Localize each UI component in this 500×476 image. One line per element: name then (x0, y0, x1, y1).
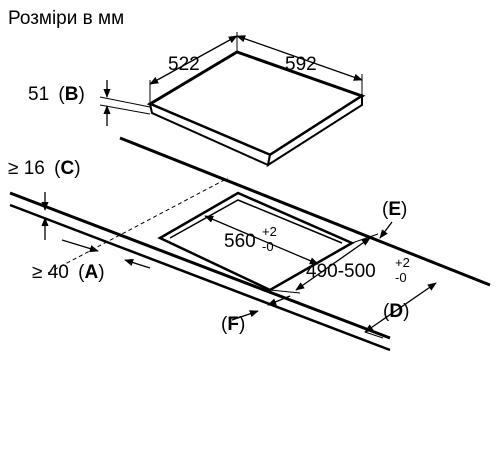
page-title: Розміри в мм (8, 8, 124, 29)
hob-right-side (266, 94, 363, 168)
worktop-front-bottom-edge (9, 203, 391, 352)
clearance-a-label: ≥ 40 (A) (32, 262, 105, 283)
letter-b: B (65, 84, 79, 105)
cutout-width-tol-minus: -0 (262, 239, 274, 254)
hob-width-label: 592 (285, 54, 317, 75)
cutout-width-tol-plus: +2 (262, 224, 277, 239)
label-d-dim (364, 282, 437, 339)
hob-depth-label: 522 (168, 54, 200, 75)
worktop-front-top-edge (9, 191, 391, 340)
cutout-depth-label: 490-500 (306, 261, 376, 282)
label-f-dim (231, 295, 291, 321)
label-f: (F) (221, 314, 245, 335)
worktop-back-edge (119, 136, 491, 287)
letter-a: A (84, 262, 98, 283)
letter-c: C (60, 158, 74, 179)
cabinet-wall-dashed (47, 177, 229, 274)
hob-width-dim-line (236, 35, 363, 81)
clearance-a-dim (61, 239, 151, 269)
hob-height-value: 51 (28, 84, 49, 105)
hob-depth-dim-line (149, 35, 238, 85)
cutout-depth-dim (269, 233, 379, 294)
label-e-leader (379, 221, 393, 239)
hob-height-label: 51 (B) (28, 84, 85, 105)
label-e: (E) (382, 199, 407, 220)
cutout-depth-tol-minus: -0 (395, 270, 407, 285)
hob-drawing (99, 32, 366, 168)
cutout-depth-tol-plus: +2 (395, 255, 410, 270)
cutout-width-label: 560 (224, 231, 256, 252)
clearance-c-label: ≥ 16 (C) (8, 158, 81, 179)
label-d: (D) (383, 301, 409, 322)
